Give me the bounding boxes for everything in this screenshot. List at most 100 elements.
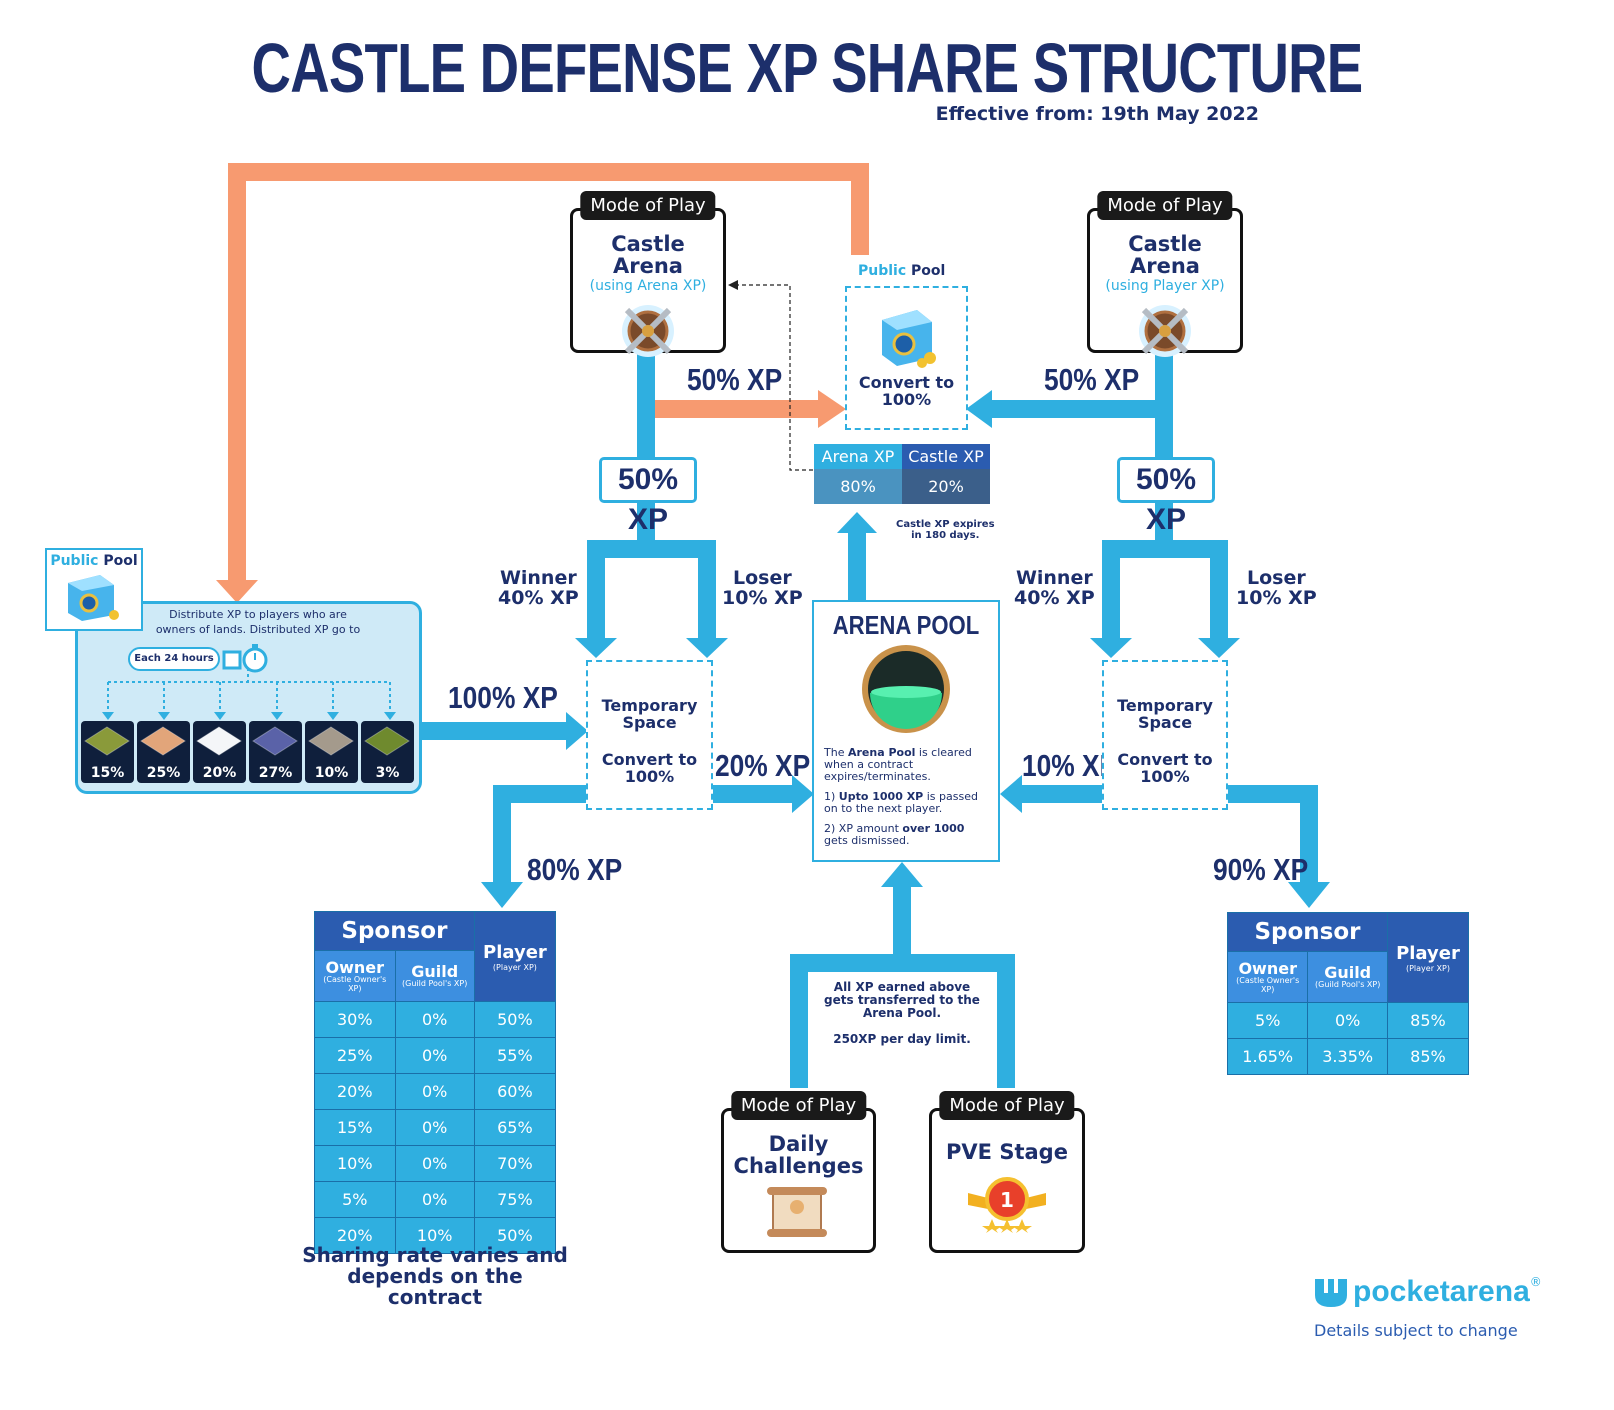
mode-name-line2: Challenges — [733, 1154, 864, 1178]
rank-number: 1 — [1000, 1188, 1014, 1212]
land-tile: 3% — [361, 721, 414, 783]
public-pool-top-box: Convert to 100% — [845, 286, 968, 430]
dotted-link — [738, 284, 813, 471]
xp-label-20: 20% XP — [715, 748, 811, 783]
table-cell: 30% — [314, 1001, 396, 1038]
convert-line1: Convert to — [858, 373, 955, 392]
sponsor-left-rows: 30%0%50%25%0%55%20%0%60%15%0%65%10%0%70%… — [314, 1001, 557, 1254]
table-cell: 0% — [394, 1145, 475, 1182]
table-cell: 20% — [314, 1073, 396, 1110]
mode-name: Castle Arena — [1128, 232, 1202, 278]
table-cell: 1.65% — [1226, 1038, 1309, 1075]
table-row: 20%10%50% — [314, 1217, 557, 1254]
xp-label-90: 90% XP — [1213, 852, 1309, 887]
mode-castle-arena-left: Mode of Play Castle Arena (using Arena X… — [570, 191, 726, 357]
land-percent: 27% — [258, 765, 293, 781]
table-cell: 65% — [473, 1109, 557, 1146]
table-cell: 85% — [1386, 1038, 1470, 1075]
xp-box-right-50: 50% XP — [1117, 457, 1215, 536]
land-tile: 10% — [305, 721, 358, 783]
table-cell: 5% — [314, 1181, 396, 1218]
arena-xp-value: 80% — [814, 469, 902, 504]
timer-icon — [222, 644, 268, 673]
brand-registered: ® — [1529, 1275, 1542, 1289]
xp-label-right-50: 50% XP — [1044, 362, 1140, 397]
table-row: 5%0%85% — [1226, 1002, 1470, 1039]
table-row: 5%0%75% — [314, 1181, 557, 1218]
mode-sub: (using Arena XP) — [589, 278, 707, 294]
sponsor-table-right: Sponsor Player(Player XP) Owner(Castle O… — [1226, 912, 1470, 1075]
arena-pool-text-3: 2) XP amount over 1000 gets dismissed. — [824, 822, 965, 847]
table-row: 1.65%3.35%85% — [1226, 1038, 1470, 1075]
table-cell: 25% — [314, 1037, 396, 1074]
land-tile: 27% — [249, 721, 302, 783]
mode-tag: Mode of Play — [939, 1091, 1075, 1120]
table-row: 20%0%60% — [314, 1073, 557, 1110]
owner-header: Owner(Castle Owner's XP) — [1226, 951, 1309, 1003]
vault-cube-icon — [68, 575, 119, 621]
xp-box-left-50: 50% XP — [599, 457, 697, 536]
table-cell: 3.35% — [1307, 1038, 1388, 1075]
table-cell: 60% — [473, 1073, 557, 1110]
xp-label-80: 80% XP — [527, 852, 623, 887]
public-pool-left-badge: Public Pool — [45, 548, 143, 631]
land-percent: 20% — [202, 765, 237, 781]
mode-daily-challenges: Mode of Play Daily Challenges — [721, 1091, 876, 1253]
land-percent: 3% — [375, 765, 400, 781]
temporary-space-left: Temporary Space Convert to 100% — [586, 660, 713, 810]
arena-pool-orb-icon — [862, 645, 950, 733]
castle-xp-value: 20% — [902, 469, 990, 504]
player-header: Player(Player XP) — [473, 911, 557, 1002]
orange-50-arrow — [655, 390, 846, 428]
land-diamond-icon — [252, 726, 298, 756]
xp-label-10: 10% XP — [1022, 748, 1118, 783]
guild-header: Guild(Guild Pool's XP) — [1307, 951, 1388, 1003]
rank-medal-icon: 1 — [968, 1177, 1046, 1233]
owner-header: Owner(Castle Owner's XP) — [314, 950, 396, 1002]
table-row: 10%0%70% — [314, 1145, 557, 1182]
land-tiles-row: 15% 25% 20% 27% 10% 3% — [81, 721, 414, 783]
land-percent: 15% — [90, 765, 125, 781]
castle-xp-header: Castle XP — [902, 444, 990, 469]
table-row: 30%0%50% — [314, 1001, 557, 1038]
table-cell: 50% — [473, 1217, 557, 1254]
player-header: Player(Player XP) — [1386, 912, 1470, 1003]
arena-pool-text-2: 1) Upto 1000 XP is passed on to the next… — [824, 790, 978, 815]
sponsor-header: Sponsor — [1227, 912, 1388, 952]
arena-xp-header: Arena XP — [814, 444, 902, 469]
page-title: CASTLE DEFENSE XP SHARE STRUCTURE — [251, 29, 1364, 107]
scroll-icon — [766, 1187, 827, 1237]
mode-castle-arena-right: Mode of Play Castle Arena (using Player … — [1087, 191, 1243, 357]
xp-label-left-50: 50% XP — [687, 362, 783, 397]
mode-tag: Mode of Play — [580, 191, 716, 220]
land-percent: 10% — [314, 765, 349, 781]
land-tile: 15% — [81, 721, 134, 783]
mode-tag: Mode of Play — [1097, 191, 1233, 220]
table-cell: 50% — [473, 1001, 557, 1038]
land-diamond-icon — [364, 726, 410, 756]
table-cell: 0% — [1307, 1002, 1388, 1039]
land-percent: 25% — [146, 765, 181, 781]
public-pool-top-label: Public Pool — [858, 263, 946, 279]
mode-sub: (using Player XP) — [1105, 278, 1225, 294]
land-diamond-icon — [196, 726, 242, 756]
table-cell: 10% — [394, 1217, 475, 1254]
table-cell: 0% — [394, 1037, 475, 1074]
mode-name: Castle Arena — [611, 232, 685, 278]
brand-note: Details subject to change — [1314, 1321, 1518, 1340]
table-cell: 75% — [473, 1181, 557, 1218]
table-cell: 5% — [1226, 1002, 1309, 1039]
distribution-dotted-lines — [102, 668, 396, 720]
swords-shield-icon — [622, 305, 674, 357]
land-diamond-icon — [140, 726, 186, 756]
sponsor-right-rows: 5%0%85%1.65%3.35%85% — [1226, 1002, 1470, 1075]
orange-loop-arrow — [216, 163, 869, 603]
land-diamond-icon — [84, 726, 130, 756]
land-tile: 25% — [137, 721, 190, 783]
mode-name-line1: Daily — [768, 1132, 829, 1156]
